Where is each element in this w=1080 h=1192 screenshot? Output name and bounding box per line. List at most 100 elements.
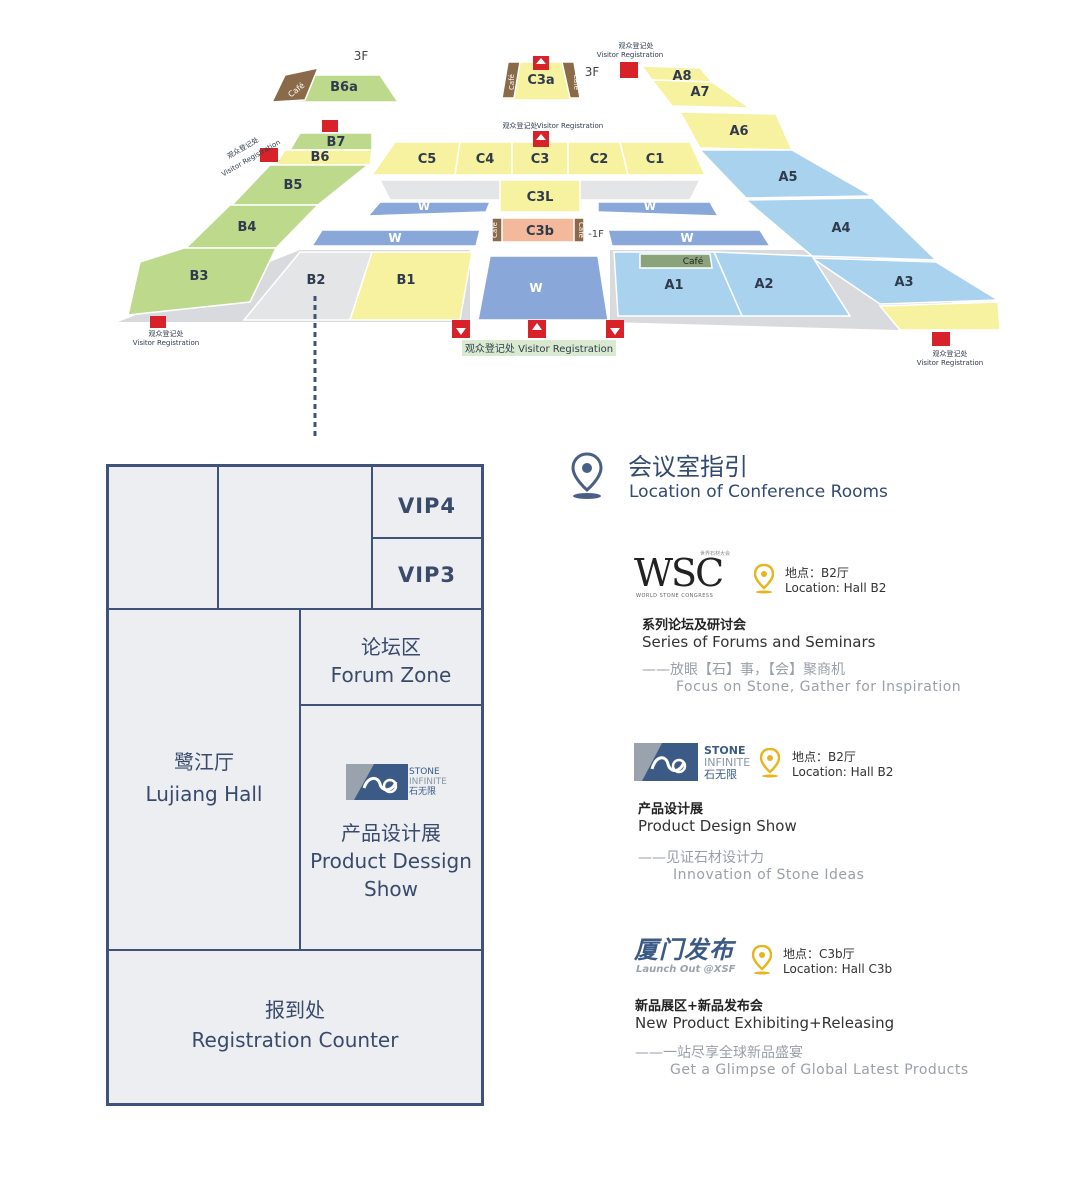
stone-infinite-line2: INFINITE [704, 756, 751, 769]
reg-c3-cn: 观众登记处 [503, 121, 538, 130]
hall-c5 [370, 141, 461, 176]
wall [373, 537, 481, 539]
launch-slogan-en: Get a Glimpse of Global Latest Products [670, 1062, 969, 1078]
label-cafe-c3a-right: Café [572, 74, 580, 90]
label-w2: W [644, 200, 656, 213]
label-b6: B6 [311, 150, 330, 165]
label-a7: A7 [690, 85, 709, 100]
hall-a7 [650, 79, 753, 109]
label-b4: B4 [238, 220, 257, 235]
launch-loc-en: Location: Hall C3b [783, 962, 893, 976]
label-w4: W [680, 231, 693, 245]
label-c3b: C3b [526, 224, 554, 239]
reg-b3-en: Visitor Registration [133, 339, 200, 347]
cafe-b6a [270, 66, 320, 103]
arrow-b7 [322, 120, 338, 132]
hall-w-left-lower [310, 229, 481, 247]
arrow-b6 [260, 148, 278, 162]
floor-c3a: 3F [585, 65, 600, 79]
label-b7: B7 [327, 135, 346, 150]
arrow-b3 [150, 316, 166, 328]
wall [299, 608, 301, 949]
arrow-a8 [620, 62, 638, 78]
label-c1: C1 [646, 152, 665, 167]
stone-loc-en: Location: Hall B2 [792, 765, 894, 779]
reg-a8-cn: 观众登记处 [619, 41, 654, 50]
wsc-slogan-en: Focus on Stone, Gather for Inspiration [676, 679, 962, 695]
label-a6: A6 [729, 124, 748, 139]
stone-slogan-en: Innovation of Stone Ideas [673, 867, 865, 883]
room-vip4 [373, 467, 481, 537]
label-a5: A5 [778, 170, 797, 185]
wall [109, 949, 481, 951]
label-c2: C2 [590, 152, 609, 167]
reg-a3-cn: 观众登记处 [933, 349, 968, 358]
label-c5: C5 [418, 152, 437, 167]
hall-b6 [273, 149, 373, 166]
floor-c3b: -1F [588, 229, 604, 240]
hall-w-group [310, 201, 772, 321]
wsc-logo: WSC [634, 551, 724, 595]
wsc-slogan-cn: ——放眼【石】事，【会】聚商机 [642, 662, 845, 678]
wsc-title-cn: 系列论坛及研讨会 [642, 618, 747, 633]
label-a2: A2 [754, 277, 773, 292]
wall [109, 608, 481, 610]
product-design-en-1: Product Dessign [310, 849, 472, 873]
stone-loc-cn: 地点：B2厅 [792, 750, 856, 764]
room-vip3 [373, 539, 481, 608]
hall-a5 [698, 149, 875, 199]
legend-title-en: Location of Conference Rooms [629, 482, 888, 502]
forum-zone-en: Forum Zone [330, 663, 452, 687]
cafe-c3b-right [573, 217, 585, 243]
cafe-c3a [501, 61, 521, 99]
pin-icon-wsc [753, 563, 775, 598]
hall-b-front [242, 251, 473, 321]
label-cafe-c3b-left: Café [491, 222, 499, 238]
label-cafe-c3a-left: Café [508, 74, 516, 90]
label-w5: W [529, 281, 542, 295]
hall-w-center [477, 255, 609, 321]
hall-w-left-upper [366, 201, 492, 217]
hall-w-right-lower [607, 229, 772, 247]
stone-infinite-legend-logo [634, 743, 698, 781]
hall-a4 [743, 197, 938, 261]
stone-infinite-logo-text: STONE INFINITE 石无限 [409, 767, 447, 797]
label-b6a: B6a [330, 80, 358, 95]
launch-title-en: New Product Exhibiting+Releasing [635, 1014, 895, 1032]
label-cafe-a: Café [683, 256, 704, 267]
label-b3: B3 [190, 269, 209, 284]
floor-plan-border [106, 464, 484, 1106]
vip4-label: VIP4 [397, 494, 457, 518]
label-c3: C3 [531, 152, 550, 167]
stone-title-en: Product Design Show [638, 817, 797, 835]
hall-a3-strip [878, 301, 1001, 331]
wsc-loc-en: Location: Hall B2 [785, 581, 887, 595]
label-w1: W [418, 200, 430, 213]
reg-a3-en: Visitor Registration [917, 359, 984, 367]
pin-icon-stone [759, 747, 781, 782]
label-a4: A4 [831, 221, 850, 236]
location-pin-icon [570, 452, 604, 504]
hall-c3l [499, 179, 581, 213]
stone-infinite-logo [346, 764, 408, 800]
logo-text-infinite: INFINITE [409, 777, 447, 787]
reg-c3-en: Visitor Registration [537, 122, 604, 130]
forum-zone-cn: 论坛区 [361, 635, 421, 659]
wsc-logo-cn: 世界石材大会 [700, 551, 731, 557]
label-w3: W [388, 231, 401, 245]
room-product-design [301, 706, 481, 949]
label-a3: A3 [894, 275, 913, 290]
pin-icon-launch [751, 944, 773, 979]
legend-title-cn: 会议室指引 [628, 453, 748, 481]
floor-b6a: 3F [354, 49, 369, 63]
wall [301, 704, 481, 706]
arrow-a3 [932, 332, 950, 346]
room-forum-zone [301, 610, 481, 704]
room-lujiang-hall [109, 610, 299, 949]
label-a1: A1 [664, 278, 683, 293]
stone-title-cn: 产品设计展 [638, 802, 704, 817]
room-top-middle [219, 467, 371, 608]
venue-map: 3F 3F -1F B6a B7 B6 B5 B4 B3 B2 B1 C3a C… [118, 41, 1001, 440]
logo-text-cn: 石无限 [409, 787, 437, 797]
wsc-logo-sub: WORLD STONE CONGRESS [636, 593, 714, 599]
